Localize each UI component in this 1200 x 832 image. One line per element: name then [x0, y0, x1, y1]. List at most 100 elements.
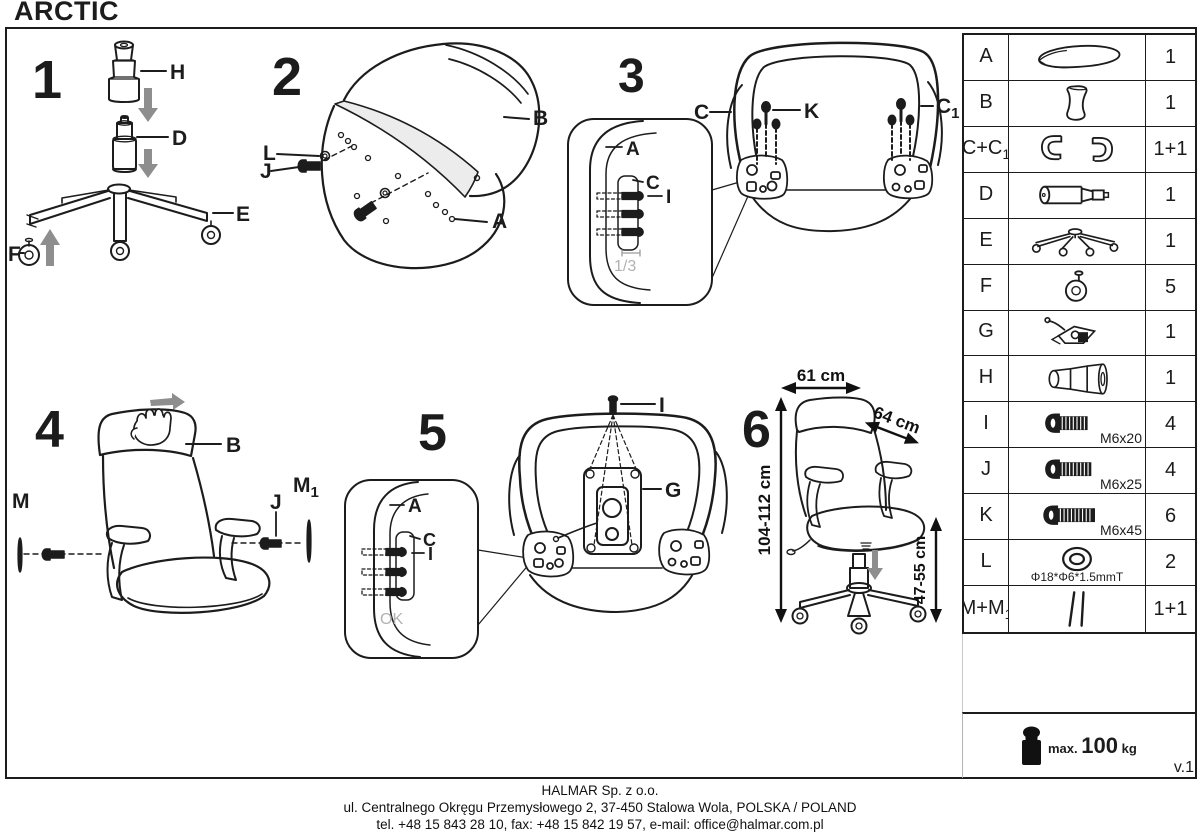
step-3-panel: 3 A C I 1/3 — [567, 41, 960, 306]
inset-leader-line — [477, 549, 531, 626]
part-row-qty: 4 — [1146, 402, 1195, 449]
svg-text:104-112 cm: 104-112 cm — [755, 465, 774, 556]
armrest-bracket-drawing — [735, 154, 934, 200]
svg-text:64 cm: 64 cm — [871, 403, 923, 438]
weight-limit-box: max. 100 kg v.1 — [962, 712, 1197, 778]
part-row-icon: M6x45 — [1009, 494, 1146, 541]
part-row-label: B — [964, 80, 1009, 127]
weight-limit-text: max. 100 kg — [1048, 733, 1137, 759]
depth-measure-mark — [621, 249, 641, 257]
parts-table: A 1 B 1 C+C1 1+1 — [962, 33, 1197, 634]
inset-label-c: C — [423, 530, 436, 550]
ok-note: OK — [380, 611, 403, 628]
version-tag: v.1 — [1173, 759, 1194, 776]
part-row-icon — [1009, 264, 1146, 311]
part-row-qty: 5 — [1146, 265, 1195, 311]
part-label-d: D — [172, 127, 187, 150]
step-1-number: 1 — [32, 50, 62, 110]
part-row-icon — [1009, 126, 1146, 173]
footer-company: HALMAR Sp. z o.o. — [541, 783, 659, 798]
step-3-number: 3 — [618, 50, 645, 103]
part-row-icon: Φ18*Φ6*1.5mmT — [1009, 540, 1146, 587]
step-1-panel: 1 H D — [8, 40, 250, 266]
screw-i-drawing — [588, 395, 638, 546]
part-label-m1: M1 — [293, 474, 319, 501]
part-row-label: G — [964, 310, 1009, 357]
label-line-inset-c — [632, 179, 644, 183]
part-row-qty: 1+1 — [1153, 597, 1188, 620]
part-row-icon — [1009, 310, 1146, 357]
screw-size-note: M6x45 — [1099, 522, 1142, 539]
gas-lift-drawing — [112, 114, 137, 173]
washer-icon — [1062, 546, 1092, 572]
weight-value: 100 — [1081, 733, 1118, 758]
part-row-icon — [1009, 356, 1146, 403]
telescopic-cover-icon — [1048, 363, 1108, 395]
part-row-icon — [1009, 172, 1146, 219]
screw-icon — [1045, 459, 1092, 479]
part-row-qty: 1 — [1146, 311, 1195, 357]
rod-pair-icon — [1068, 591, 1085, 627]
label-line-a — [454, 218, 488, 223]
base-drawing — [26, 183, 221, 261]
step-4-panel: 4 M J M — [12, 393, 319, 614]
part-row-label: J — [964, 448, 1009, 495]
part-label-b: B — [226, 434, 241, 457]
footer-address: ul. Centralnego Okręgu Przemysłowego 2, … — [343, 800, 857, 815]
part-row-label: M+M1 — [964, 586, 1009, 632]
step-2-number: 2 — [272, 47, 302, 107]
part-row-label: E — [964, 218, 1009, 265]
inset-screws-drawing — [596, 190, 644, 238]
gas-lift-icon — [1039, 185, 1110, 205]
detail-inset-bubble — [344, 479, 479, 659]
step-2-panel: 2 L J — [260, 42, 548, 270]
part-row-qty: 4 — [1146, 448, 1195, 495]
inset-label-i: I — [666, 187, 671, 208]
part-row-qty: 1 — [1146, 81, 1195, 127]
caster-icon — [1065, 270, 1088, 302]
part-row-icon — [1009, 586, 1146, 632]
part-label-b: B — [533, 107, 548, 130]
base-icon — [1031, 228, 1119, 257]
footer: HALMAR Sp. z o.o. ul. Centralnego Okręgu… — [0, 782, 1200, 832]
part-row-qty: 2 — [1146, 540, 1195, 587]
backrest-drawing — [97, 408, 216, 570]
hand-icon — [130, 408, 172, 446]
armrest-drawing — [106, 517, 261, 601]
part-label-h: H — [170, 61, 185, 84]
washer-drawing — [379, 187, 391, 199]
seat-underside-drawing — [508, 412, 728, 613]
part-row-qty: 1 — [1146, 173, 1195, 219]
part-row-qty: 1 — [1146, 356, 1195, 403]
part-row-label: K — [964, 494, 1009, 541]
part-row-label: H — [964, 356, 1009, 403]
step-5-number: 5 — [418, 404, 447, 462]
part-row-qty: 1+1 — [1146, 127, 1195, 173]
part-label-k: K — [804, 100, 819, 123]
part-label-e: E — [236, 203, 250, 226]
part-row-qty: 1 — [1146, 35, 1195, 81]
seat-cushion-drawing — [116, 556, 271, 614]
up-arrow-icon — [40, 229, 60, 266]
part-label-a: A — [492, 210, 507, 233]
screw-drawing — [41, 548, 65, 561]
weight-prefix: max. — [1048, 741, 1078, 756]
mechanism-icon — [1044, 316, 1097, 345]
caster-drawing — [18, 237, 40, 266]
footer-contact: tel. +48 15 843 28 10, fax: +48 15 842 1… — [376, 817, 824, 832]
washer-size-note: Φ18*Φ6*1.5mmT — [1030, 570, 1124, 585]
screw-drawing — [259, 537, 282, 550]
part-row-icon: M6x25 — [1009, 448, 1146, 495]
rod-m1-drawing — [306, 519, 312, 563]
label-line-b — [503, 116, 530, 120]
part-row-label: L — [964, 540, 1009, 587]
part-label-f: F — [8, 243, 21, 266]
part-row-qty: 1 — [1146, 219, 1195, 265]
chair-drawing — [786, 396, 927, 635]
svg-text:61 cm: 61 cm — [797, 366, 845, 385]
screw-size-note: M6x20 — [1099, 430, 1142, 447]
screw-size-note: M6x25 — [1099, 476, 1142, 493]
down-arrow-icon — [138, 149, 158, 178]
part-row-icon: M6x20 — [1009, 402, 1146, 449]
